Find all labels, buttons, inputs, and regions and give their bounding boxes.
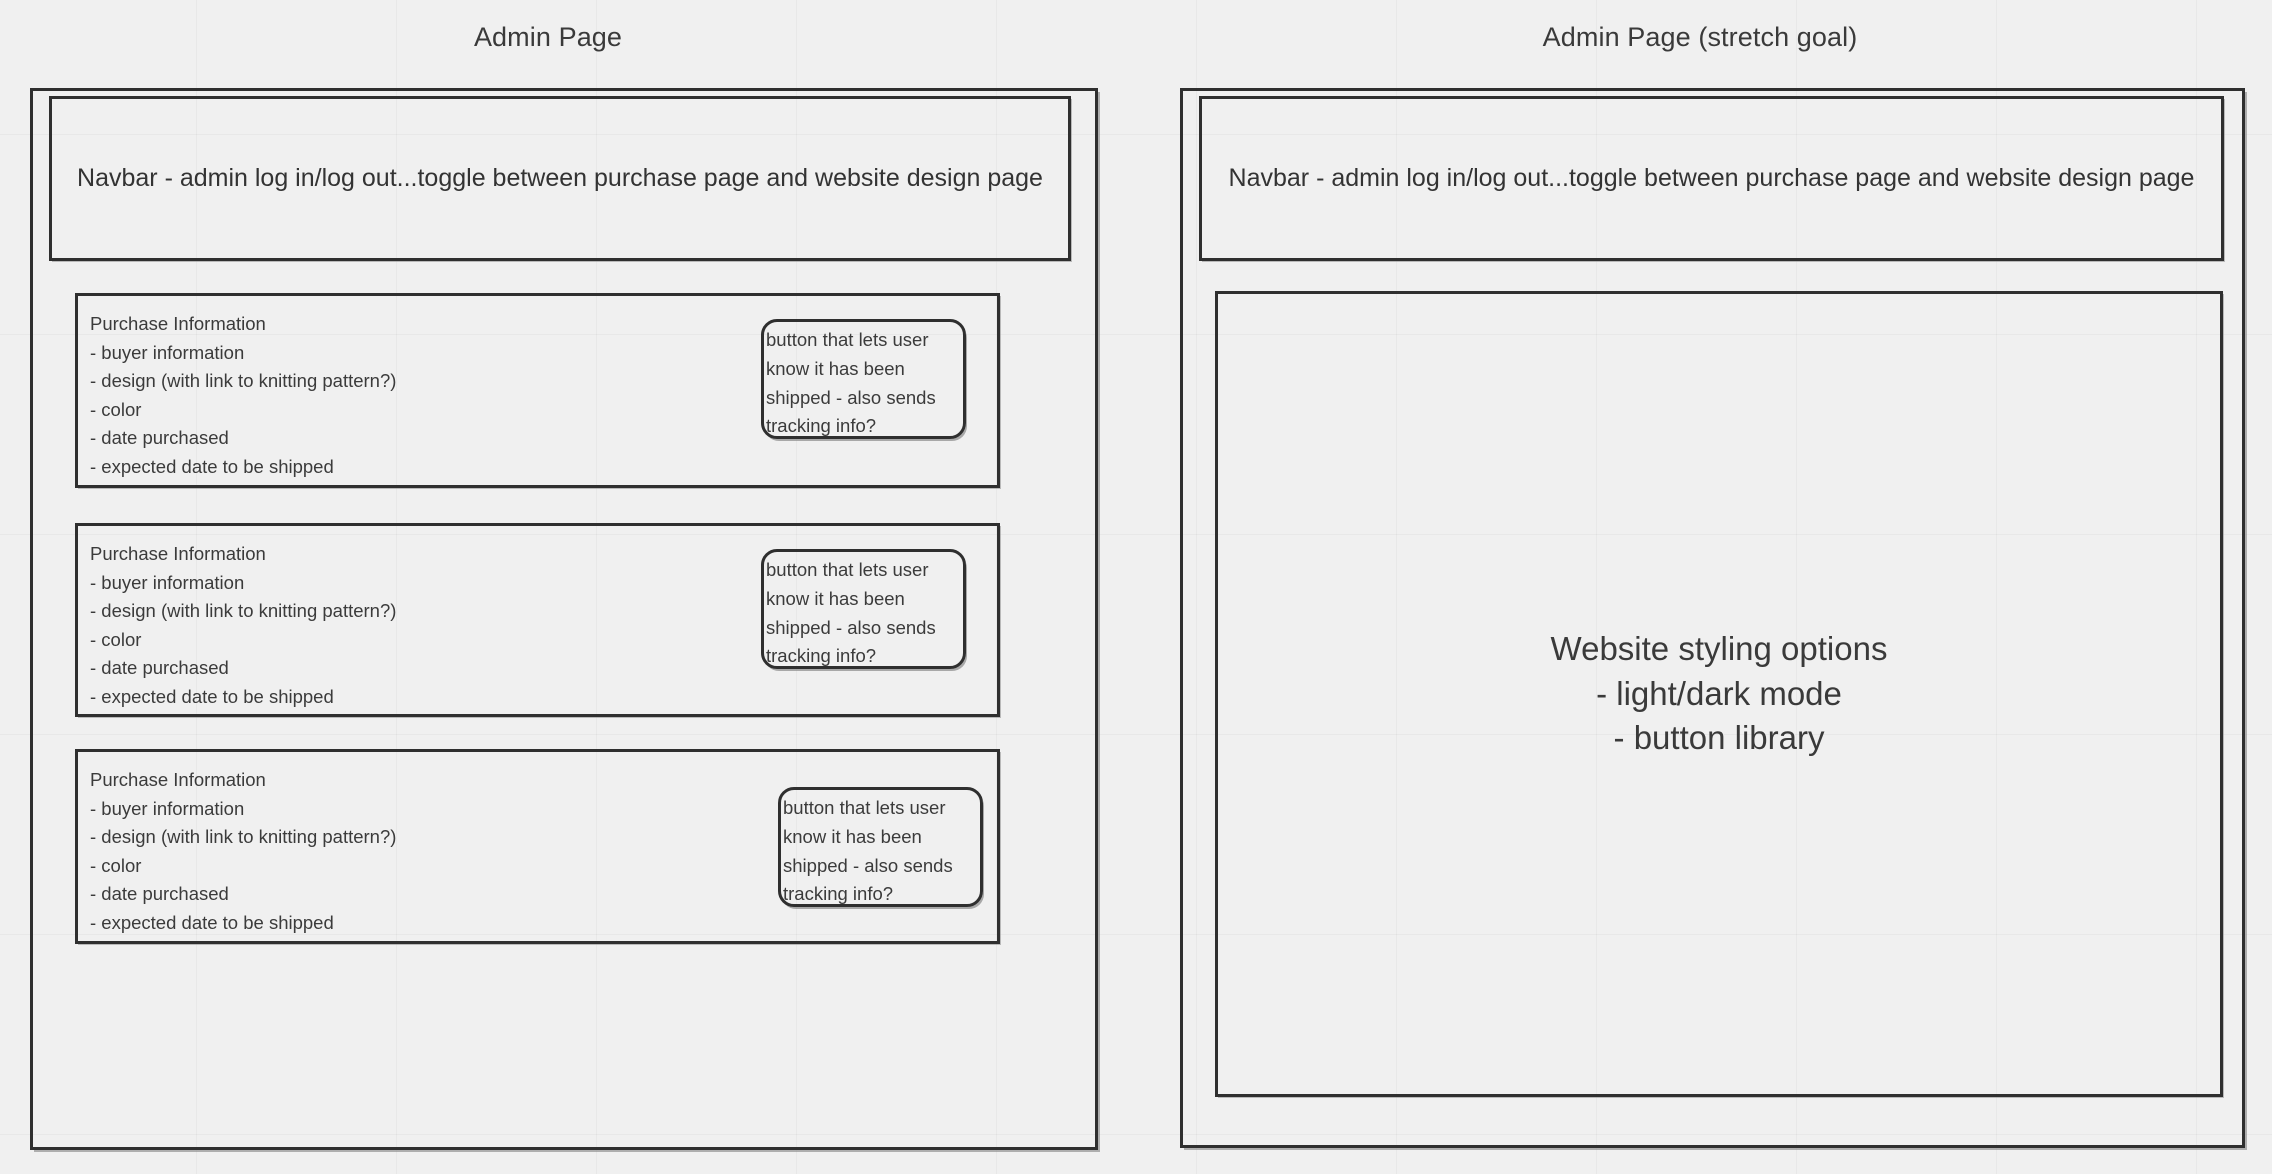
button-label-line: button that lets user — [766, 329, 929, 350]
navbar-label: Navbar - admin log in/log out...toggle b… — [1228, 164, 2195, 193]
purchase-card-text: Purchase Information - buyer information… — [90, 310, 396, 481]
admin-page-stretch-goal-panel: Navbar - admin log in/log out...toggle b… — [1180, 88, 2245, 1148]
mark-shipped-button-label: button that lets user know it has been s… — [783, 794, 1001, 909]
mark-shipped-button[interactable]: button that lets user know it has been s… — [778, 787, 983, 907]
website-styling-options-box[interactable]: Website styling options - light/dark mod… — [1215, 291, 2223, 1097]
styling-options-line: - button library — [1613, 719, 1825, 757]
panel-title-admin-page: Admin Page — [473, 22, 623, 52]
admin-page-panel: Navbar - admin log in/log out...toggle b… — [30, 88, 1098, 1150]
button-label-line: button that lets user — [783, 797, 946, 818]
purchase-card-line: - date purchased — [90, 883, 229, 905]
purchase-card-line: - design (with link to knitting pattern?… — [90, 826, 397, 848]
purchase-card-line: - color — [90, 398, 142, 420]
button-label-line: shipped - also sends — [766, 386, 936, 408]
button-label-line: know it has been — [766, 587, 905, 609]
purchase-card-line: - expected date to be shipped — [90, 455, 334, 477]
navbar-box[interactable]: Navbar - admin log in/log out...toggle b… — [1199, 96, 2224, 261]
website-styling-options-text: Website styling options - light/dark mod… — [1551, 627, 1888, 762]
purchase-card-line: - date purchased — [90, 657, 229, 679]
purchase-card-line: - expected date to be shipped — [90, 685, 334, 707]
purchase-card-line: - buyer information — [90, 341, 245, 363]
button-label-line: tracking info? — [783, 883, 894, 905]
purchase-card-line: - expected date to be shipped — [90, 911, 334, 933]
purchase-card-line: - design (with link to knitting pattern?… — [90, 600, 397, 622]
purchase-card-text: Purchase Information - buyer information… — [90, 766, 396, 937]
purchase-card[interactable]: Purchase Information - buyer information… — [75, 523, 1000, 717]
styling-options-line: - light/dark mode — [1596, 674, 1842, 712]
purchase-card-line: - design (with link to knitting pattern?… — [90, 370, 397, 392]
purchase-card-heading: Purchase Information — [90, 313, 266, 334]
purchase-card[interactable]: Purchase Information - buyer information… — [75, 749, 1000, 944]
button-label-line: tracking info? — [766, 645, 877, 667]
button-label-line: know it has been — [783, 825, 922, 847]
purchase-card-line: - buyer information — [90, 797, 245, 819]
mark-shipped-button-label: button that lets user know it has been s… — [766, 556, 984, 671]
navbar-box[interactable]: Navbar - admin log in/log out...toggle b… — [49, 96, 1071, 261]
purchase-card-heading: Purchase Information — [90, 769, 266, 790]
navbar-label: Navbar - admin log in/log out...toggle b… — [77, 164, 1043, 193]
panel-title-admin-page-stretch-goal: Admin Page (stretch goal) — [1542, 22, 1858, 52]
purchase-card-line: - buyer information — [90, 571, 245, 593]
button-label-line: shipped - also sends — [766, 616, 936, 638]
button-label-line: button that lets user — [766, 559, 929, 580]
mark-shipped-button[interactable]: button that lets user know it has been s… — [761, 319, 966, 439]
button-label-line: know it has been — [766, 357, 905, 379]
purchase-card-heading: Purchase Information — [90, 543, 266, 564]
mark-shipped-button[interactable]: button that lets user know it has been s… — [761, 549, 966, 669]
purchase-card-text: Purchase Information - buyer information… — [90, 540, 396, 711]
purchase-card-line: - color — [90, 628, 142, 650]
purchase-card[interactable]: Purchase Information - buyer information… — [75, 293, 1000, 488]
styling-options-line: Website styling options — [1550, 629, 1888, 667]
mark-shipped-button-label: button that lets user know it has been s… — [766, 326, 984, 441]
button-label-line: shipped - also sends — [783, 854, 953, 876]
purchase-card-line: - color — [90, 854, 142, 876]
button-label-line: tracking info? — [766, 415, 877, 437]
purchase-card-line: - date purchased — [90, 427, 229, 449]
